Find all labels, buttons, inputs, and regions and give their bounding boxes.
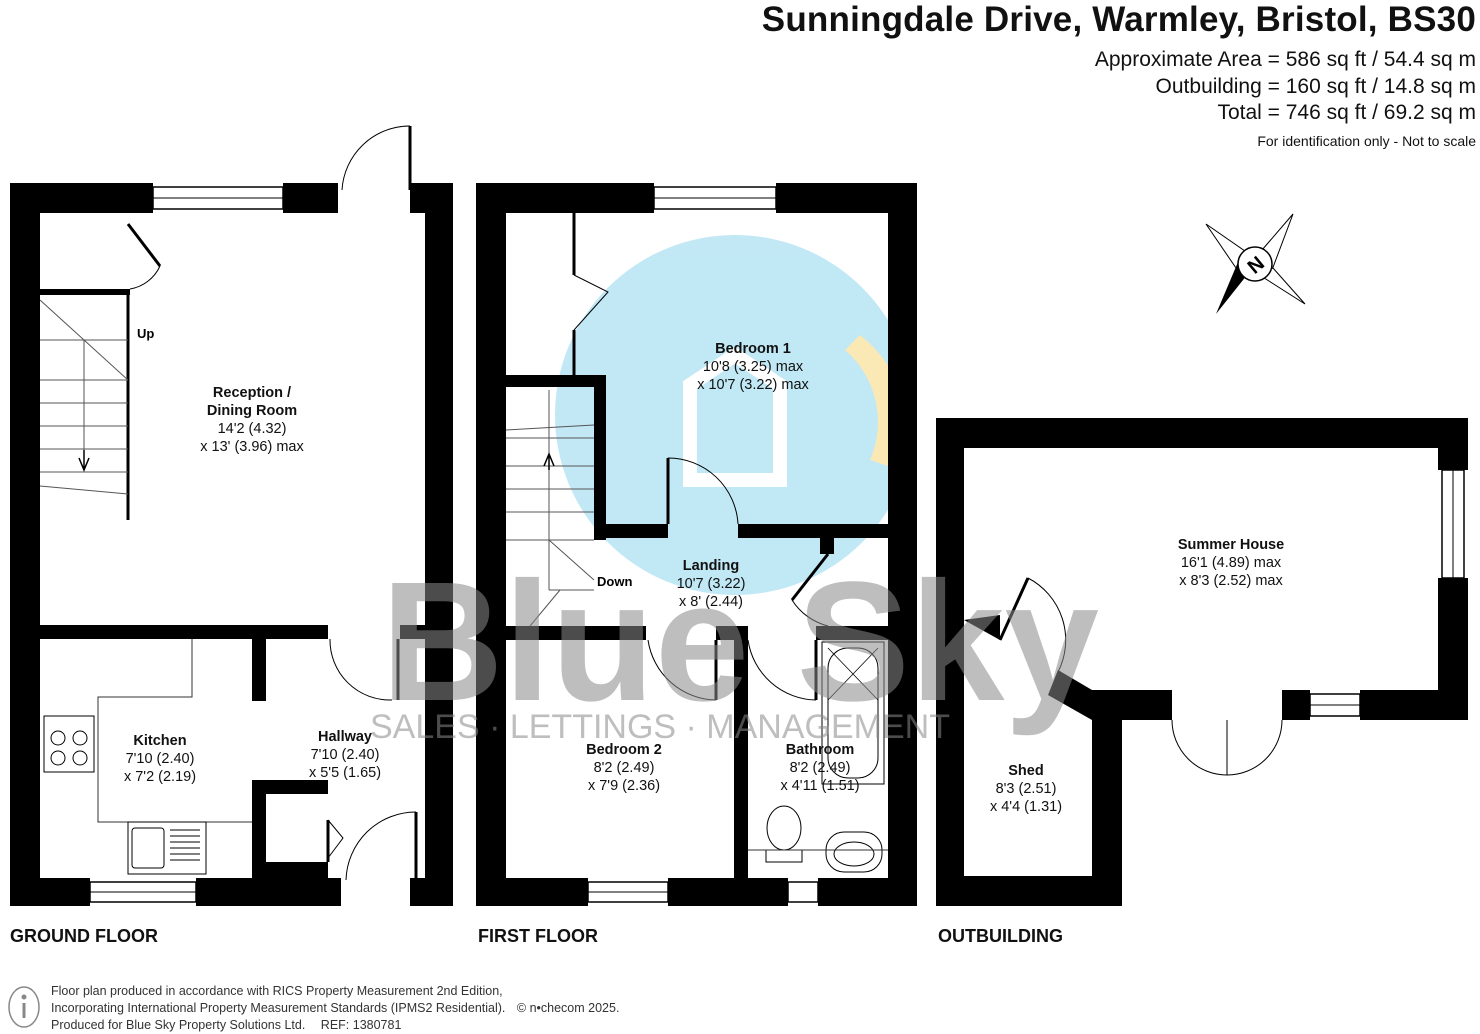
kitchen-dim-1: 7'10 (2.40) xyxy=(126,751,195,767)
ground-floor-plan xyxy=(10,125,453,906)
bathroom-name: Bathroom xyxy=(786,742,854,758)
approximate-area: Approximate Area = 586 sq ft / 54.4 sq m xyxy=(1094,48,1476,71)
info-icon xyxy=(8,986,40,1028)
bedroom2-name: Bedroom 2 xyxy=(586,742,662,758)
bedroom2-dim-1: 8'2 (2.49) xyxy=(594,760,655,776)
hallway-dim-1: 7'10 (2.40) xyxy=(311,747,380,763)
total-area: Total = 746 sq ft / 69.2 sq m xyxy=(1217,101,1476,124)
footer-line-1: Floor plan produced in accordance with R… xyxy=(51,984,503,998)
shed-dim-1: 8'3 (2.51) xyxy=(996,781,1057,797)
watermark-circle-blue xyxy=(555,235,915,595)
watermark-tagline: SALES · LETTINGS · MANAGEMENT xyxy=(370,708,950,746)
basin-icon xyxy=(825,831,883,873)
kitchen-dim-2: x 7'2 (2.19) xyxy=(124,769,196,785)
north-compass-icon: N xyxy=(1205,213,1306,314)
footer-notes: Floor plan produced in accordance with R… xyxy=(51,983,619,1034)
summer-house-name: Summer House xyxy=(1178,537,1284,553)
footer-line-2: Incorporating International Property Mea… xyxy=(51,1001,506,1015)
footer-copyright: © n•checom 2025. xyxy=(516,1001,620,1015)
stairs-up-label: Up xyxy=(137,326,154,341)
reception-name-1: Reception / xyxy=(213,385,291,401)
first-floor-label: FIRST FLOOR xyxy=(478,926,598,946)
hallway-name: Hallway xyxy=(318,729,372,745)
summer-house-dim-2: x 8'3 (2.52) max xyxy=(1179,573,1283,589)
scale-disclaimer: For identification only - Not to scale xyxy=(1257,133,1476,149)
page-title: Sunningdale Drive, Warmley, Bristol, BS3… xyxy=(761,0,1476,39)
footer-line-2-row: Incorporating International Property Mea… xyxy=(51,1000,619,1017)
hallway-dim-2: x 5'5 (1.65) xyxy=(309,765,381,781)
shed-dim-2: x 4'4 (1.31) xyxy=(990,799,1062,815)
outbuilding-plan xyxy=(936,418,1468,906)
landing-name: Landing xyxy=(683,558,739,574)
bedroom1-name: Bedroom 1 xyxy=(715,341,791,357)
ground-floor-label: GROUND FLOOR xyxy=(10,926,158,946)
reception-name-2: Dining Room xyxy=(207,403,297,419)
watermark-brand: Blue Sky xyxy=(381,547,1099,737)
watermark-logo xyxy=(555,235,915,595)
sink-icon xyxy=(127,821,207,875)
kitchen-name: Kitchen xyxy=(133,733,186,749)
stairs-down-label: Down xyxy=(597,574,632,589)
watermark-house xyxy=(683,346,787,487)
bathroom-dim-2: x 4'11 (1.51) xyxy=(780,778,859,794)
reception-dim-2: x 13' (3.96) max xyxy=(200,439,304,455)
bedroom1-dim-2: x 10'7 (3.22) max xyxy=(697,377,809,393)
footer-ref: REF: 1380781 xyxy=(320,1018,402,1032)
stairs-first xyxy=(505,390,595,627)
hob-icon xyxy=(43,715,95,773)
bedroom1-dim-1: 10'8 (3.25) max xyxy=(703,359,804,375)
landing-dim-1: 10'7 (3.22) xyxy=(677,576,746,592)
landing-dim-2: x 8' (2.44) xyxy=(679,594,743,610)
first-floor-plan xyxy=(476,183,917,906)
reception-dim-1: 14'2 (4.32) xyxy=(218,421,287,437)
footer-line-3-row: Produced for Blue Sky Property Solutions… xyxy=(51,1017,619,1034)
footer-line-3: Produced for Blue Sky Property Solutions… xyxy=(51,1018,306,1032)
summer-house-dim-1: 16'1 (4.89) max xyxy=(1181,555,1282,571)
shed-name: Shed xyxy=(1008,763,1043,779)
stairs-ground xyxy=(39,295,130,520)
toilet-icon xyxy=(765,805,803,863)
bathroom-dim-1: 8'2 (2.49) xyxy=(790,760,851,776)
bedroom2-dim-2: x 7'9 (2.36) xyxy=(588,778,660,794)
outbuilding-label: OUTBUILDING xyxy=(938,926,1063,946)
outbuilding-area: Outbuilding = 160 sq ft / 14.8 sq m xyxy=(1155,75,1476,98)
bath-icon xyxy=(821,641,885,785)
